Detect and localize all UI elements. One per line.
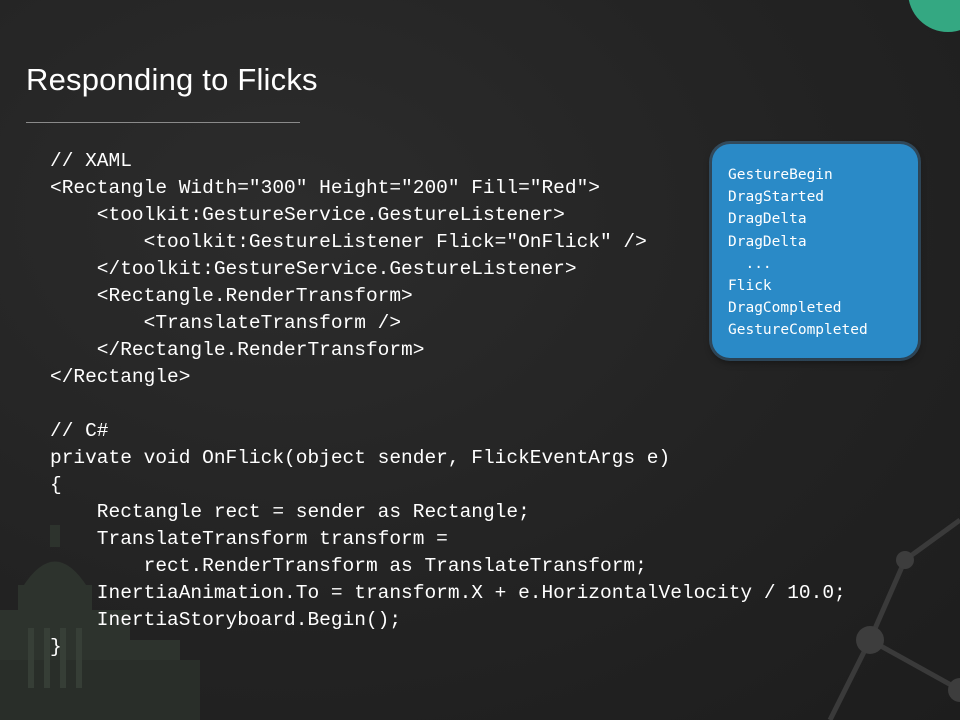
code-line: InertiaAnimation.To = transform.X + e.Ho…	[50, 582, 846, 604]
gesture-event-item: GestureCompleted	[728, 322, 868, 339]
code-line: <toolkit:GestureListener Flick="OnFlick"…	[50, 231, 647, 253]
gesture-event-item: ...	[728, 255, 772, 272]
code-line: <Rectangle Width="300" Height="200" Fill…	[50, 177, 600, 199]
gesture-event-item: Flick	[728, 278, 772, 295]
code-line: <TranslateTransform />	[50, 312, 402, 334]
gesture-event-item: GestureBegin	[728, 167, 833, 183]
code-line: // XAML	[50, 150, 132, 172]
code-line: </toolkit:GestureService.GestureListener…	[50, 258, 577, 280]
code-line: private void OnFlick(object sender, Flic…	[50, 447, 671, 469]
gesture-events-callout: GestureBegin DragStarted DragDelta DragD…	[712, 144, 918, 358]
code-block: // XAML <Rectangle Width="300" Height="2…	[50, 148, 846, 661]
gesture-event-item: DragStarted	[728, 189, 825, 206]
code-line	[50, 391, 846, 418]
code-line: {	[50, 474, 62, 496]
code-line: </Rectangle>	[50, 366, 191, 388]
code-line: <Rectangle.RenderTransform>	[50, 285, 413, 307]
code-line: TranslateTransform transform =	[50, 528, 448, 550]
title-underline	[26, 122, 300, 123]
gesture-event-item: DragDelta	[728, 211, 807, 228]
gesture-event-list: GestureBegin DragStarted DragDelta DragD…	[728, 164, 868, 342]
code-line: </Rectangle.RenderTransform>	[50, 339, 425, 361]
code-line: <toolkit:GestureService.GestureListener>	[50, 204, 565, 226]
molecule-decoration	[827, 517, 960, 720]
gesture-event-item: DragDelta	[728, 233, 807, 250]
slide-title: Responding to Flicks	[26, 62, 318, 97]
code-line: InertiaStoryboard.Begin();	[50, 609, 402, 631]
gesture-event-item: DragCompleted	[728, 300, 842, 317]
accent-circle	[908, 0, 960, 32]
code-line: rect.RenderTransform as TranslateTransfo…	[50, 555, 647, 577]
code-line: Rectangle rect = sender as Rectangle;	[50, 501, 530, 523]
code-line: }	[50, 636, 62, 658]
code-line: // C#	[50, 420, 109, 442]
